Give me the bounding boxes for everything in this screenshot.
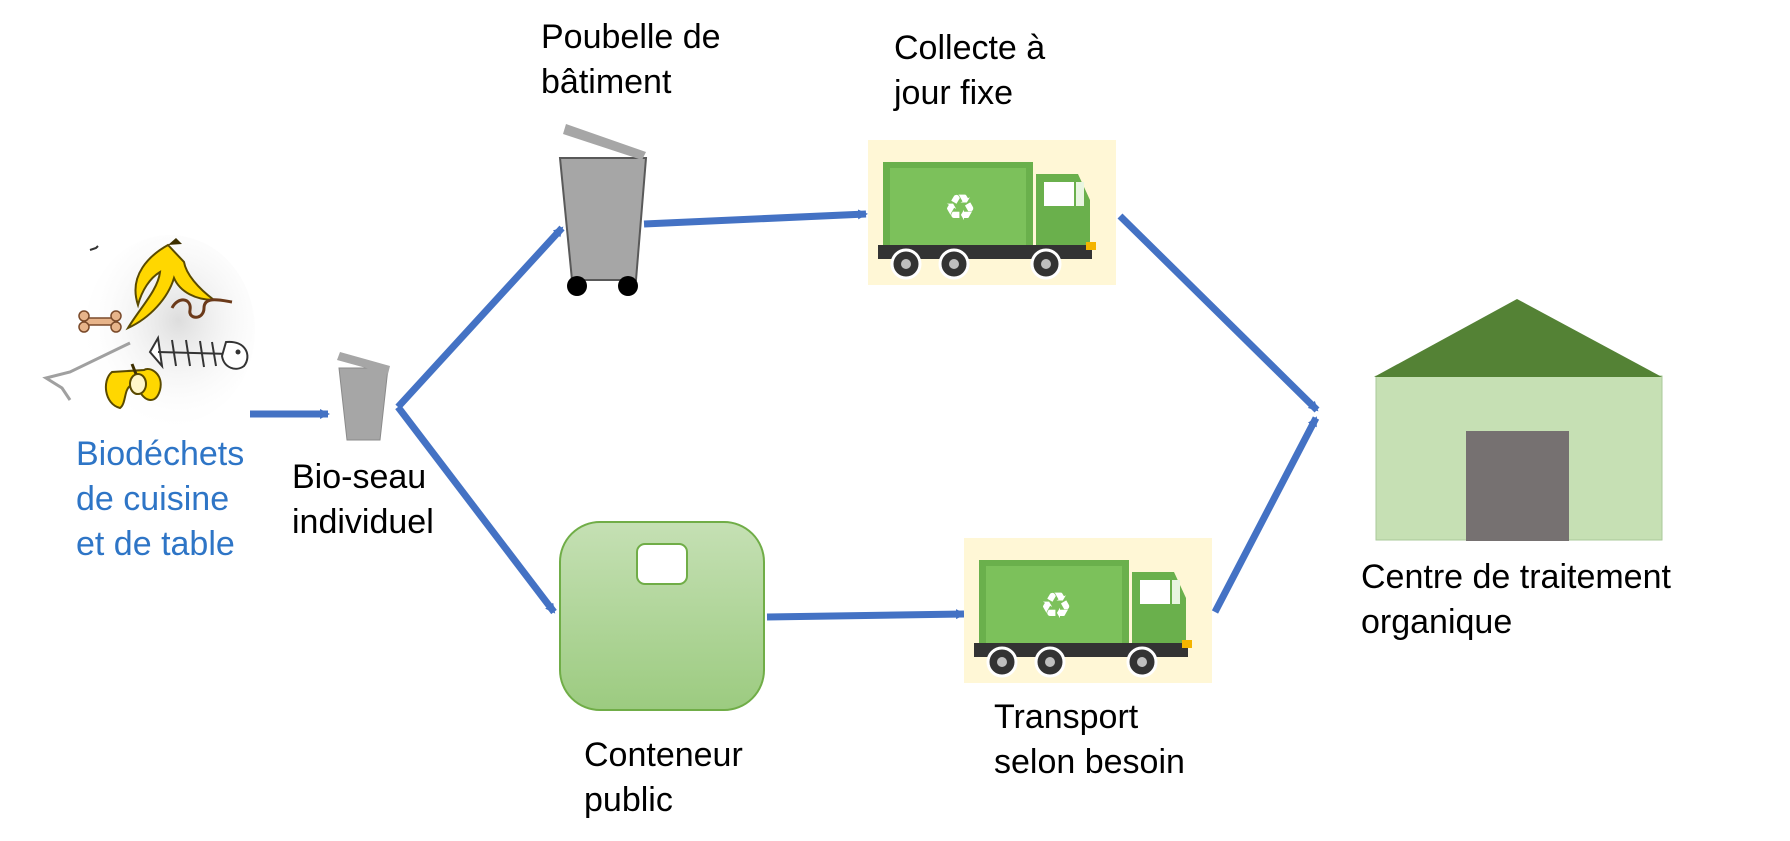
bucket-label: Bio-seau individuel bbox=[292, 458, 434, 541]
flow-arrows bbox=[250, 209, 1320, 621]
arrow-bucket-to-bin bbox=[395, 225, 565, 410]
svg-text:♻: ♻ bbox=[1040, 586, 1072, 627]
bucket-icon bbox=[337, 352, 390, 441]
arrow-bin-to-collection bbox=[643, 209, 868, 228]
wheelie-bin-icon bbox=[558, 124, 648, 296]
treatment-building-icon bbox=[1374, 299, 1663, 541]
transport-label: Transport selon besoin bbox=[994, 698, 1185, 781]
arrow-bucket-to-container bbox=[395, 404, 557, 615]
public-container-icon bbox=[559, 521, 765, 711]
collection-truck-icon: ♻ bbox=[868, 140, 1116, 285]
treatment-center-label: Centre de traitement organique bbox=[1361, 558, 1671, 641]
arrow-collection-to-center bbox=[1117, 213, 1320, 413]
transport-truck-icon: ♻ bbox=[964, 538, 1212, 683]
arrow-transport-to-center bbox=[1211, 416, 1320, 614]
building-bin-label: Poubelle de bâtiment bbox=[541, 18, 721, 101]
arrow-container-to-transport bbox=[766, 609, 966, 621]
biowaste-label: Biodéchets de cuisine et de table bbox=[76, 435, 245, 563]
food-waste-icon bbox=[42, 235, 255, 425]
collection-label: Collecte à jour fixe bbox=[894, 29, 1046, 112]
public-container-label: Conteneur public bbox=[584, 736, 743, 819]
svg-text:♻: ♻ bbox=[944, 188, 976, 229]
